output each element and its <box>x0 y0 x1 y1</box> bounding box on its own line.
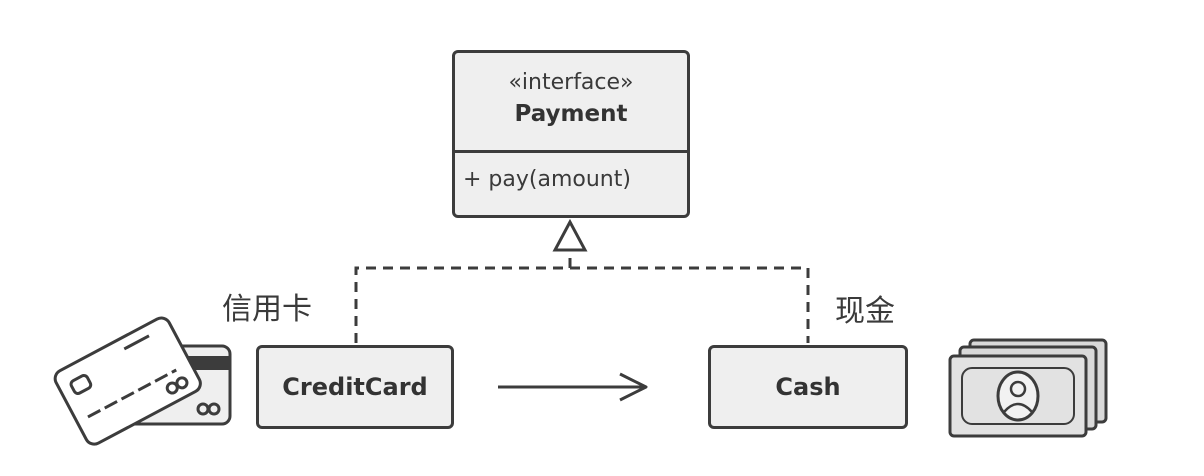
flow-arrow-head <box>619 372 648 402</box>
interface-method: + pay(amount) <box>463 167 631 192</box>
credit-card-icon <box>53 316 232 446</box>
credit-card-class-name: CreditCard <box>282 373 428 401</box>
credit-card-class-box: CreditCard <box>256 345 454 429</box>
credit-card-label: 信用卡 <box>222 292 312 327</box>
flow-arrow <box>498 372 648 402</box>
interface-name: Payment <box>514 101 628 127</box>
cash-class-name: Cash <box>775 373 841 401</box>
cash-stack-icon <box>948 338 1108 438</box>
payment-interface-box: «interface» Payment + pay(amount) <box>452 50 690 218</box>
realization-dashed-line <box>354 266 810 343</box>
realization-lines <box>354 251 810 343</box>
realization-arrowhead <box>552 218 588 252</box>
cash-class-box: Cash <box>708 345 908 429</box>
cash-label: 现金 <box>835 294 895 329</box>
interface-stereotype: «interface» <box>508 70 634 95</box>
interface-header: «interface» Payment <box>455 53 687 153</box>
